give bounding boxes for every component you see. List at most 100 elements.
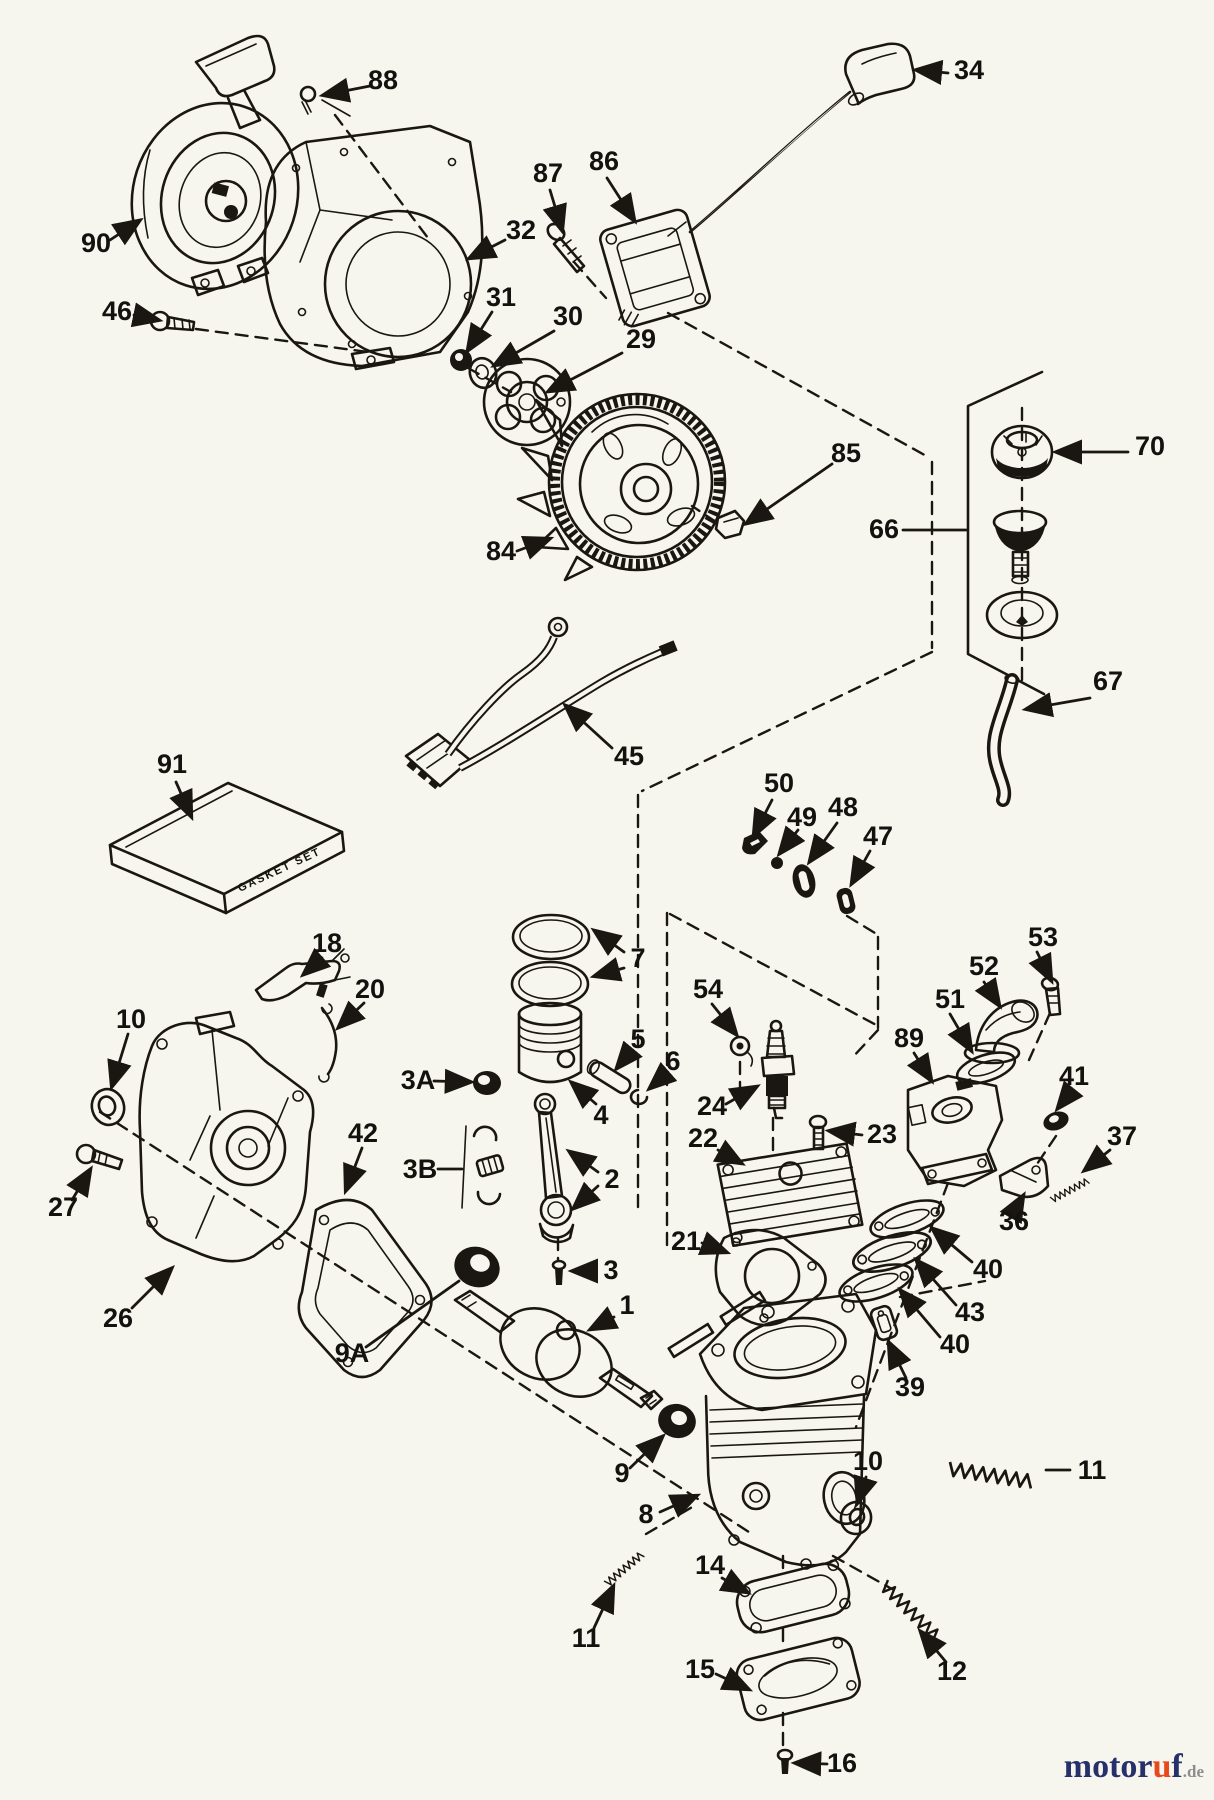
governor-spring <box>1049 1176 1091 1204</box>
throttle-bracket <box>998 1156 1050 1199</box>
main-bearing-pto <box>454 1246 500 1288</box>
piston <box>517 1001 583 1084</box>
callout-48: 48 <box>828 792 858 822</box>
callout-9: 9 <box>614 1458 629 1488</box>
callout-15: 15 <box>685 1654 715 1684</box>
callout-11-bottom: 11 <box>572 1623 601 1653</box>
site-watermark: motoruf.de <box>1064 1750 1204 1784</box>
callout-50: 50 <box>764 768 794 798</box>
grommet <box>792 864 816 898</box>
fuel-cap-bracket <box>966 370 1046 696</box>
callout-85: 85 <box>831 438 861 468</box>
brand-word-end: f <box>1171 1748 1183 1785</box>
callout-52: 52 <box>969 951 999 981</box>
spring-right <box>946 1460 1035 1490</box>
callout-34: 34 <box>954 55 984 85</box>
brand-suffix: .de <box>1182 1762 1204 1781</box>
callout-3: 3 <box>603 1255 618 1285</box>
callout-46: 46 <box>102 296 132 326</box>
callout-24: 24 <box>697 1091 727 1121</box>
brand-word-main: motor <box>1063 1748 1153 1785</box>
callout-43: 43 <box>955 1297 985 1327</box>
callout-45: 45 <box>614 741 644 771</box>
cylinder-head <box>716 1142 864 1248</box>
crankshaft <box>453 1289 664 1411</box>
callout-18: 18 <box>312 928 342 958</box>
callout-1: 1 <box>619 1290 634 1320</box>
callout-2: 2 <box>604 1164 619 1194</box>
callout-26: 26 <box>103 1303 133 1333</box>
spark-plug-terminal <box>729 1035 754 1067</box>
callout-30: 30 <box>553 301 583 331</box>
governor-link <box>318 1003 338 1083</box>
oil-seal-left <box>90 1087 126 1127</box>
callout-8: 8 <box>638 1499 653 1529</box>
callout-66: 66 <box>869 514 899 544</box>
bypass-cover <box>735 1636 861 1722</box>
callout-10-left: 10 <box>116 1004 146 1034</box>
callout-37: 37 <box>1107 1121 1137 1151</box>
main-bearing <box>658 1403 696 1439</box>
head-gasket <box>714 1228 827 1327</box>
callout-32: 32 <box>506 215 536 245</box>
fuel-strainer <box>992 509 1048 585</box>
spark-plug <box>760 1019 796 1120</box>
callout-9a: 9A <box>335 1338 370 1368</box>
callout-40-lower: 40 <box>940 1329 970 1359</box>
callout-3b: 3B <box>403 1154 438 1184</box>
pin-retainer <box>629 1088 649 1106</box>
blower-housing-screw <box>299 85 351 117</box>
bearing-set <box>461 1125 505 1209</box>
spark-plug-boot <box>844 42 916 106</box>
callout-4: 4 <box>593 1100 608 1130</box>
carburetor-screw <box>1040 976 1062 1017</box>
carb-gasket-upper <box>864 1191 950 1247</box>
governor-lever <box>254 948 351 1002</box>
callout-36: 36 <box>999 1206 1029 1236</box>
cover-screw <box>75 1143 124 1171</box>
callout-21: 21 <box>671 1226 701 1256</box>
bypass-gasket <box>735 1559 851 1634</box>
terminal-ball <box>771 857 783 869</box>
rod-bolt <box>551 1259 567 1285</box>
recoil-starter <box>130 34 300 297</box>
callout-3a: 3A <box>401 1065 436 1095</box>
callout-16: 16 <box>827 1748 857 1778</box>
connecting-rod <box>533 1092 575 1244</box>
piston-rings <box>510 913 591 1008</box>
flywheel-nut <box>450 349 472 371</box>
callout-84: 84 <box>486 536 516 566</box>
callout-88: 88 <box>368 65 398 95</box>
flywheel <box>516 392 727 582</box>
callout-51: 51 <box>935 984 965 1014</box>
crankcase-cover <box>138 1010 315 1263</box>
callout-11-right: 11 <box>1078 1455 1107 1485</box>
callout-31: 31 <box>486 282 516 312</box>
starter-cup <box>482 357 572 447</box>
fuel-line <box>986 673 1020 807</box>
callout-5: 5 <box>630 1024 645 1054</box>
coil-screw <box>546 222 586 274</box>
callout-20: 20 <box>355 974 385 1004</box>
blower-housing <box>263 124 484 371</box>
gasket-set-box: GASKET SET <box>108 781 346 915</box>
carburetor <box>906 1074 1004 1188</box>
callout-86: 86 <box>589 146 619 176</box>
callout-70: 70 <box>1135 431 1165 461</box>
callout-22: 22 <box>688 1123 718 1153</box>
spacer <box>1043 1111 1069 1131</box>
callout-7: 7 <box>630 943 645 973</box>
cover-gasket <box>297 1198 433 1379</box>
brand-word-accent: u <box>1152 1748 1172 1785</box>
callout-40-upper: 40 <box>973 1254 1003 1284</box>
callout-67: 67 <box>1093 666 1123 696</box>
grommet-small <box>836 887 856 915</box>
spring-bottom-left <box>603 1550 646 1588</box>
wiring-harness <box>404 616 678 790</box>
callout-47: 47 <box>863 821 893 851</box>
fuel-cap-washer <box>985 590 1059 640</box>
callout-27: 27 <box>48 1192 78 1222</box>
flywheel-key <box>714 509 746 540</box>
